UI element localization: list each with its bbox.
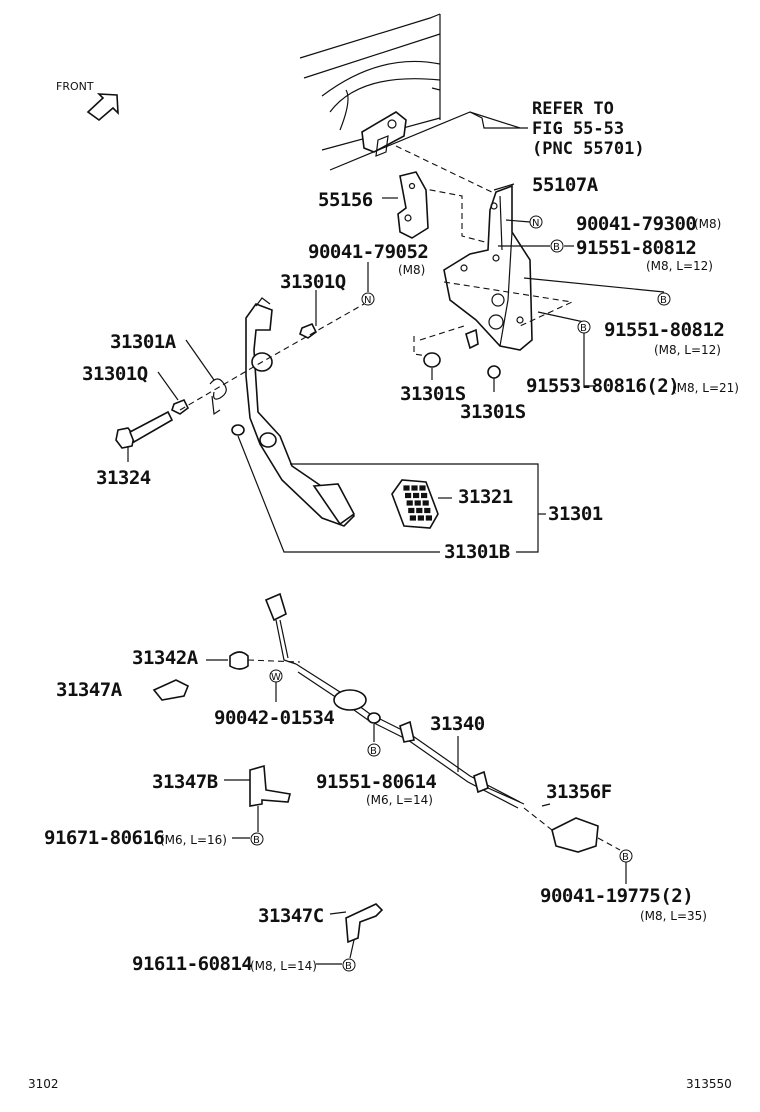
- part-91551-80812-b-label[interactable]: 91551-80812: [604, 319, 725, 341]
- nut-31301Q-top-drawing: [299, 322, 318, 339]
- figure-number: 313550: [686, 1077, 732, 1091]
- bushing-31301B-drawing: [231, 424, 245, 436]
- pad-tread-mark: [414, 500, 421, 506]
- bolt-code-marker: B: [367, 743, 381, 757]
- part-90041-79052-label[interactable]: 90041-79052: [308, 241, 429, 263]
- spring-31301A-drawing: [209, 378, 227, 416]
- part-91551-80614-spec: (M6, L=14): [366, 793, 433, 807]
- svg-text:B: B: [660, 295, 667, 306]
- part-31356F-label[interactable]: 31356F: [546, 781, 612, 803]
- refer-to-line2: FIG 55-53: [532, 119, 624, 139]
- pedal-pad-31321-drawing: [391, 479, 439, 529]
- pad-tread-mark: [416, 507, 423, 514]
- svg-text:B: B: [553, 242, 560, 253]
- pad-tread-mark: [422, 500, 429, 506]
- bracket-31347C-drawing: [345, 903, 384, 944]
- nut-code-marker: N: [529, 215, 543, 229]
- svg-text:W: W: [271, 672, 281, 683]
- pad-tread-mark: [424, 507, 431, 514]
- stopper-31301S-b-drawing: [487, 365, 501, 379]
- part-31340-label[interactable]: 31340: [430, 713, 485, 735]
- part-91551-80614-label[interactable]: 91551-80614: [316, 771, 437, 793]
- part-31301S-b-label[interactable]: 31301S: [460, 401, 526, 423]
- svg-text:B: B: [580, 323, 587, 334]
- part-31324-label[interactable]: 31324: [96, 467, 151, 489]
- part-31301B-label[interactable]: 31301B: [444, 541, 510, 563]
- part-31301Q-left-label[interactable]: 31301Q: [82, 363, 148, 385]
- svg-text:B: B: [345, 961, 352, 972]
- part-31347A-label[interactable]: 31347A: [56, 679, 123, 701]
- part-31321-label[interactable]: 31321: [458, 486, 513, 508]
- part-55156-label[interactable]: 55156: [318, 189, 373, 211]
- vehicle-body-drawing: [299, 13, 528, 171]
- pad-tread-mark: [419, 485, 426, 491]
- part-91553-80816-label[interactable]: 91553-80816(2): [526, 375, 680, 397]
- part-91611-60814-label[interactable]: 91611-60814: [132, 953, 253, 975]
- part-91671-80616-label[interactable]: 91671-80616: [44, 827, 165, 849]
- plate-31356F-drawing: [551, 817, 599, 853]
- part-90041-79052-spec: (M8): [398, 263, 425, 277]
- svg-text:B: B: [370, 746, 377, 757]
- part-55107A-label[interactable]: 55107A: [532, 174, 599, 196]
- pad-tread-mark: [403, 485, 410, 491]
- part-91553-80816-spec: (M8, L=21): [672, 381, 739, 395]
- pad-tread-mark: [411, 485, 418, 491]
- svg-text:B: B: [253, 835, 260, 846]
- part-91551-80812-a-spec: (M8, L=12): [646, 259, 713, 273]
- clutch-pedal-31301-drawing: [245, 297, 356, 527]
- part-91671-80616-spec: (M6, L=16): [160, 833, 227, 847]
- bolt-code-marker: B: [657, 292, 671, 306]
- part-91611-60814-spec: (M8, L=14): [250, 959, 317, 973]
- bolt-code-marker: B: [619, 849, 633, 863]
- bolt-code-marker: B: [342, 958, 356, 972]
- svg-text:N: N: [532, 218, 539, 229]
- part-90041-79300-spec: (M8): [694, 217, 721, 231]
- grommet-31342A-drawing: [229, 651, 249, 670]
- bolt-code-marker: B: [577, 320, 591, 334]
- part-31301-label[interactable]: 31301: [548, 503, 603, 525]
- part-91551-80812-b-spec: (M8, L=12): [654, 343, 721, 357]
- part-31347B-label[interactable]: 31347B: [152, 771, 218, 793]
- front-arrow-icon: [86, 93, 119, 122]
- pedal-bracket-55107A-drawing: [443, 184, 533, 351]
- part-31301A-label[interactable]: 31301A: [110, 331, 177, 353]
- part-31301S-a-label[interactable]: 31301S: [400, 383, 466, 405]
- washer-code-marker: W: [269, 669, 283, 683]
- pad-tread-mark: [409, 515, 416, 521]
- cable-31340-drawing: [264, 592, 525, 809]
- part-31301Q-top-label[interactable]: 31301Q: [280, 271, 346, 293]
- pad-tread-mark: [413, 492, 420, 499]
- svg-text:B: B: [622, 852, 629, 863]
- nut-31301Q-left-drawing: [171, 398, 190, 415]
- part-31342A-label[interactable]: 31342A: [132, 647, 199, 669]
- clip-31347A-drawing: [152, 679, 190, 701]
- part-90041-19775-label[interactable]: 90041-19775(2): [540, 885, 694, 907]
- pad-tread-mark: [425, 515, 432, 521]
- bracket-31347B-drawing: [249, 764, 291, 807]
- part-90042-01534-label[interactable]: 90042-01534: [214, 707, 335, 729]
- page-code: 3102: [28, 1077, 59, 1091]
- stopper-31301S-a-drawing: [423, 352, 441, 368]
- part-31347C-label[interactable]: 31347C: [258, 905, 324, 927]
- refer-to-line3: (PNC 55701): [532, 139, 645, 159]
- pad-tread-mark: [406, 500, 413, 506]
- svg-text:N: N: [364, 295, 371, 306]
- part-91551-80812-a-label[interactable]: 91551-80812: [576, 237, 697, 259]
- bolt-code-marker: B: [550, 239, 564, 253]
- front-label: FRONT: [56, 80, 94, 93]
- pad-tread-mark: [421, 492, 428, 499]
- bracket-55156-drawing: [397, 171, 429, 239]
- nut-code-marker: N: [361, 292, 375, 306]
- bolt-31324-drawing: [115, 410, 174, 449]
- bolt-code-marker: B: [250, 832, 264, 846]
- part-90041-79300-label[interactable]: 90041-79300: [576, 213, 697, 235]
- pad-tread-mark: [405, 492, 412, 499]
- pad-tread-mark: [417, 515, 424, 521]
- part-90041-19775-spec: (M8, L=35): [640, 909, 707, 923]
- refer-to-line1: REFER TO: [532, 99, 614, 119]
- pad-tread-mark: [408, 507, 415, 514]
